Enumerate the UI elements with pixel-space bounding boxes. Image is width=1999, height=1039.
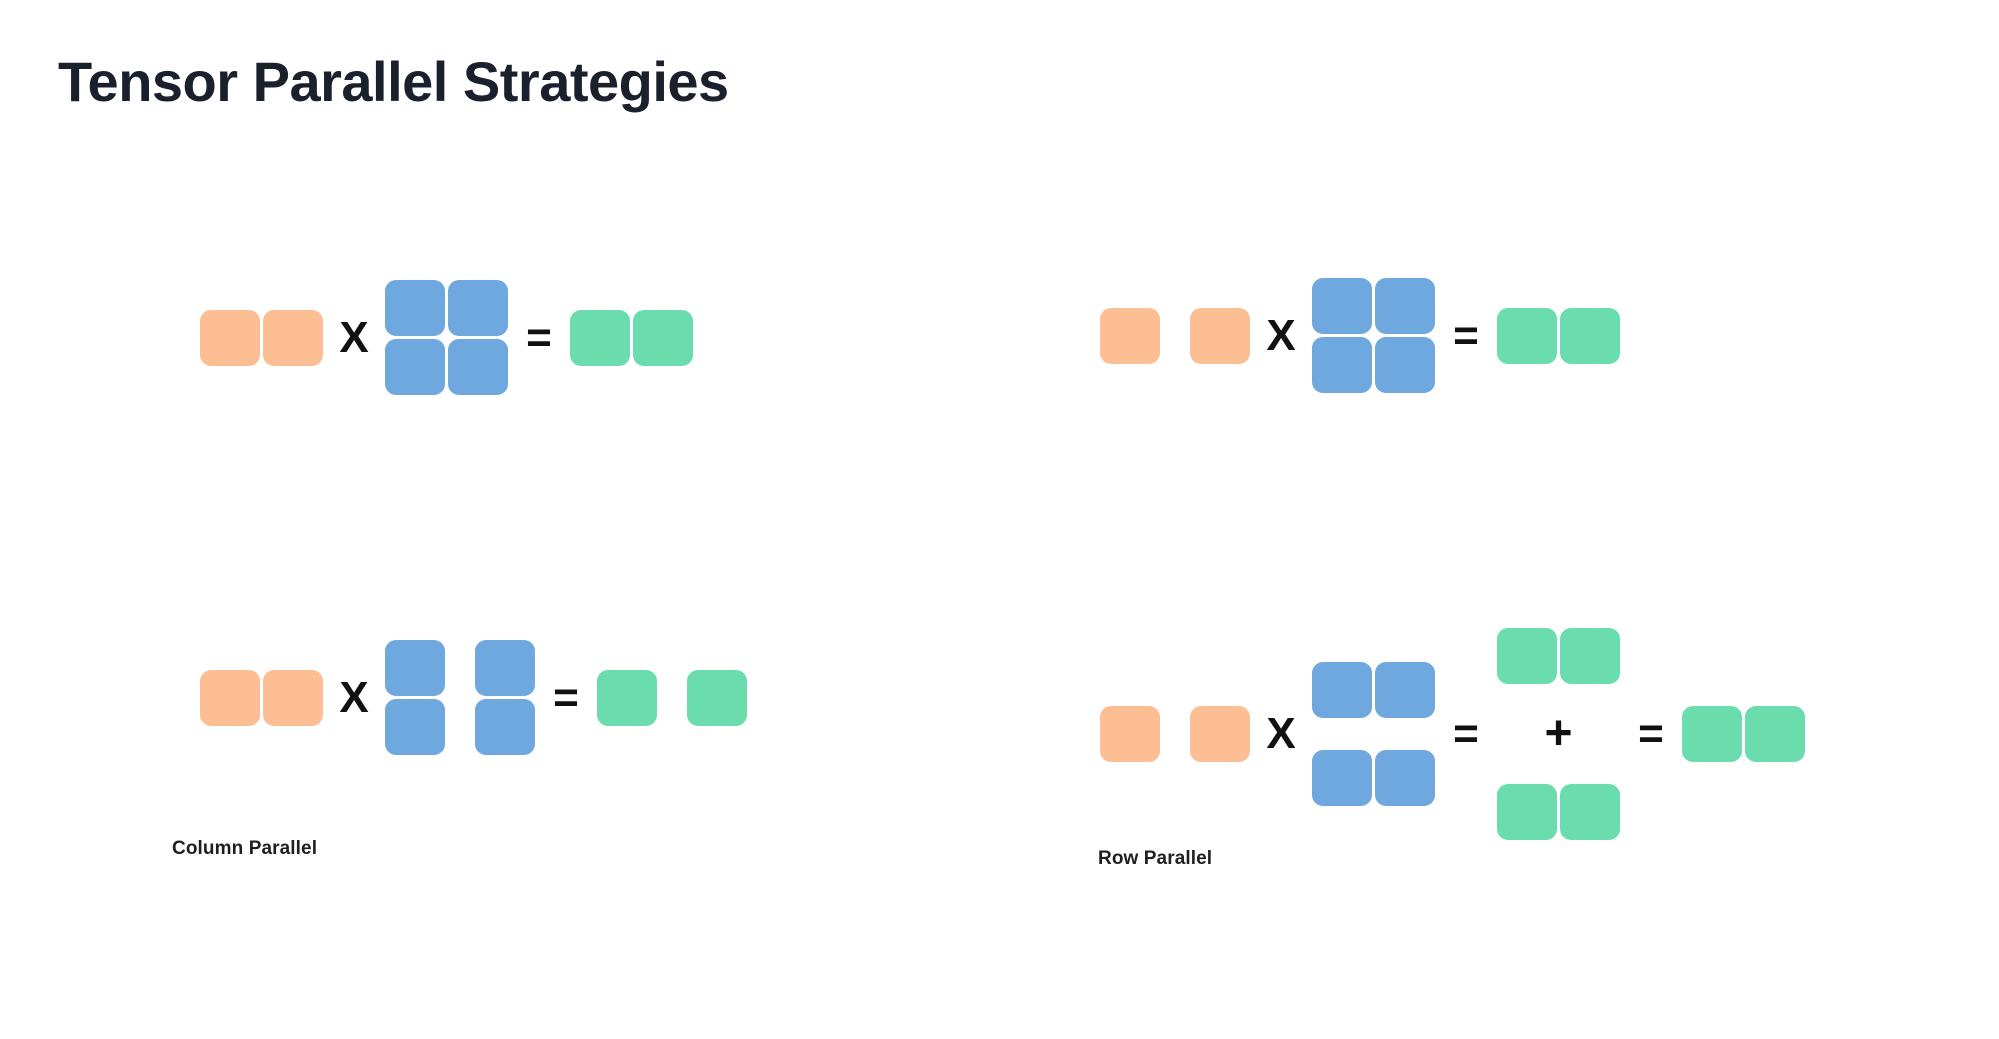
matrix-cell (448, 280, 508, 336)
matrix-cell (597, 669, 657, 726)
diagram-column-parallel: X = (200, 640, 747, 755)
plus-operator: + (1544, 707, 1573, 760)
weight-matrix (385, 280, 508, 395)
equals-operator: = (1453, 709, 1479, 758)
weight-matrix-row (385, 280, 508, 336)
input-activation-matrix-sharded (1100, 307, 1250, 364)
partial-sum-group: + (1497, 628, 1620, 840)
equals-operator: = (553, 672, 579, 722)
partial-output-matrix (1497, 628, 1620, 684)
matrix-cell (1560, 628, 1620, 684)
matrix-cell (1497, 784, 1557, 840)
matrix-cell (633, 309, 693, 366)
matrix-cell (1497, 628, 1557, 684)
caption-column-parallel: Column Parallel (172, 838, 318, 859)
input-activation-matrix (200, 309, 323, 366)
matrix-cell (1560, 307, 1620, 364)
weight-matrix-column-shard (475, 640, 535, 755)
multiply-operator: X (339, 312, 369, 362)
weight-matrix (1312, 278, 1435, 393)
matrix-cell (200, 309, 260, 366)
matrix-cell (1312, 662, 1372, 718)
diagram-row-parallel: X = + = (1100, 628, 1805, 840)
weight-matrix-row (385, 339, 508, 395)
multiply-operator: X (339, 672, 369, 722)
weight-matrix-column-shard (385, 640, 445, 755)
matrix-cell (1375, 662, 1435, 718)
matrix-cell (385, 699, 445, 755)
weight-matrix-row-shard (1312, 750, 1435, 806)
weight-matrix-column-sharded (385, 640, 535, 755)
matrix-cell (385, 640, 445, 696)
matrix-cell (1375, 337, 1435, 393)
diagram-top-left: X = (200, 280, 693, 395)
equals-operator: = (1638, 709, 1664, 758)
weight-matrix-row (1312, 278, 1435, 334)
page-title: Tensor Parallel Strategies (58, 50, 729, 113)
matrix-cell (1375, 750, 1435, 806)
matrix-cell (1312, 750, 1372, 806)
equals-operator: = (526, 312, 552, 362)
matrix-cell (570, 309, 630, 366)
matrix-cell (1312, 278, 1372, 334)
matrix-cell (385, 339, 445, 395)
matrix-cell (475, 640, 535, 696)
output-activation-matrix (1497, 307, 1620, 364)
input-activation-matrix (200, 669, 323, 726)
matrix-cell (1375, 278, 1435, 334)
matrix-cell (1190, 706, 1250, 762)
output-activation-matrix (1682, 706, 1805, 762)
matrix-cell (1100, 307, 1160, 364)
matrix-cell (263, 669, 323, 726)
matrix-cell (1100, 706, 1160, 762)
matrix-cell (687, 669, 747, 726)
matrix-cell (1312, 337, 1372, 393)
matrix-cell (448, 339, 508, 395)
multiply-operator: X (1266, 310, 1296, 360)
matrix-cell (200, 669, 260, 726)
output-activation-matrix (570, 309, 693, 366)
matrix-cell (1497, 307, 1557, 364)
partial-output-matrix (1497, 784, 1620, 840)
diagram-top-right: X = (1100, 278, 1620, 393)
weight-matrix-row-sharded (1312, 662, 1435, 806)
matrix-cell (1682, 706, 1742, 762)
matrix-cell (263, 309, 323, 366)
matrix-cell (1745, 706, 1805, 762)
matrix-cell (385, 280, 445, 336)
input-activation-matrix-sharded (1100, 706, 1250, 762)
matrix-cell (1560, 784, 1620, 840)
caption-row-parallel: Row Parallel (1098, 848, 1213, 869)
matrix-cell (1190, 307, 1250, 364)
weight-matrix-row-shard (1312, 662, 1435, 718)
weight-matrix-row (1312, 337, 1435, 393)
multiply-operator: X (1266, 709, 1296, 758)
equals-operator: = (1453, 310, 1479, 360)
output-activation-matrix-sharded (597, 669, 747, 726)
matrix-cell (475, 699, 535, 755)
